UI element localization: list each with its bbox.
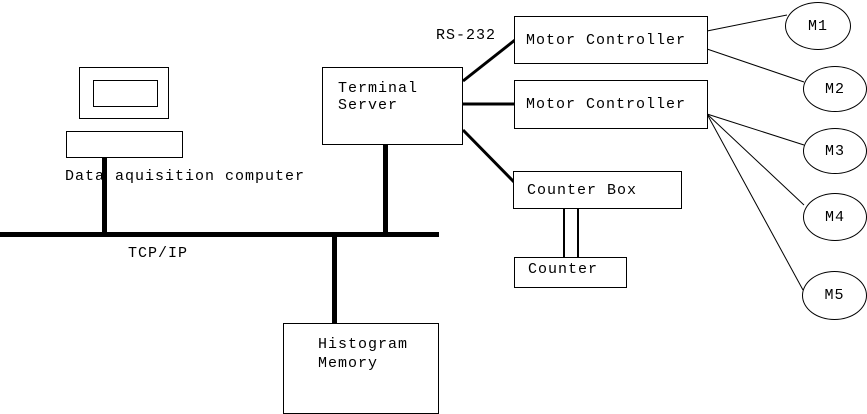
rs232-label: RS-232 [436,27,497,44]
motor-controller-1-box: Motor Controller [514,16,708,64]
motor-m4-node: M4 [803,193,867,241]
motor-controller-2-box: Motor Controller [514,80,708,129]
motor-controller-2-m3-link [706,113,805,146]
terminal-server-box: Terminal Server [322,67,463,145]
computer-label: Data aquisition computer [65,168,306,185]
terminal-server-motor-controller-1-link [462,38,516,83]
motor-m3-label: M3 [824,142,845,160]
terminal-server-bus-connector-line [383,144,388,233]
computer-monitor-icon [79,67,169,119]
motor-m1-node: M1 [785,2,851,50]
histogram-memory-box: Histogram Memory [283,323,439,414]
histogram-memory-bus-connector-line [332,237,337,324]
motor-m2-node: M2 [803,66,867,112]
motor-m3-node: M3 [803,128,867,174]
motor-controller-2-m4-link [706,113,805,206]
counter-box-counter-link-line-2 [577,208,579,258]
motor-controller-1-m1-link [706,14,788,32]
computer-bus-connector-line [102,157,107,237]
computer-keyboard-icon [66,131,183,158]
motor-m1-label: M1 [807,17,828,35]
tcpip-bus-line [0,232,439,237]
motor-m5-label: M5 [824,287,845,304]
counter-box-box: Counter Box [513,171,682,209]
motor-m2-label: M2 [824,80,845,98]
counter-box: Counter [514,257,627,288]
computer-screen-icon [93,80,158,107]
motor-m5-node: M5 [802,271,867,320]
tcpip-bus-label: TCP/IP [128,245,189,262]
motor-controller-2-m5-link [706,113,804,291]
motor-controller-1-m2-link [706,48,805,83]
motor-m4-label: M4 [824,208,845,226]
terminal-server-counter-box-link [461,128,517,185]
counter-box-counter-link-line-1 [563,208,565,258]
